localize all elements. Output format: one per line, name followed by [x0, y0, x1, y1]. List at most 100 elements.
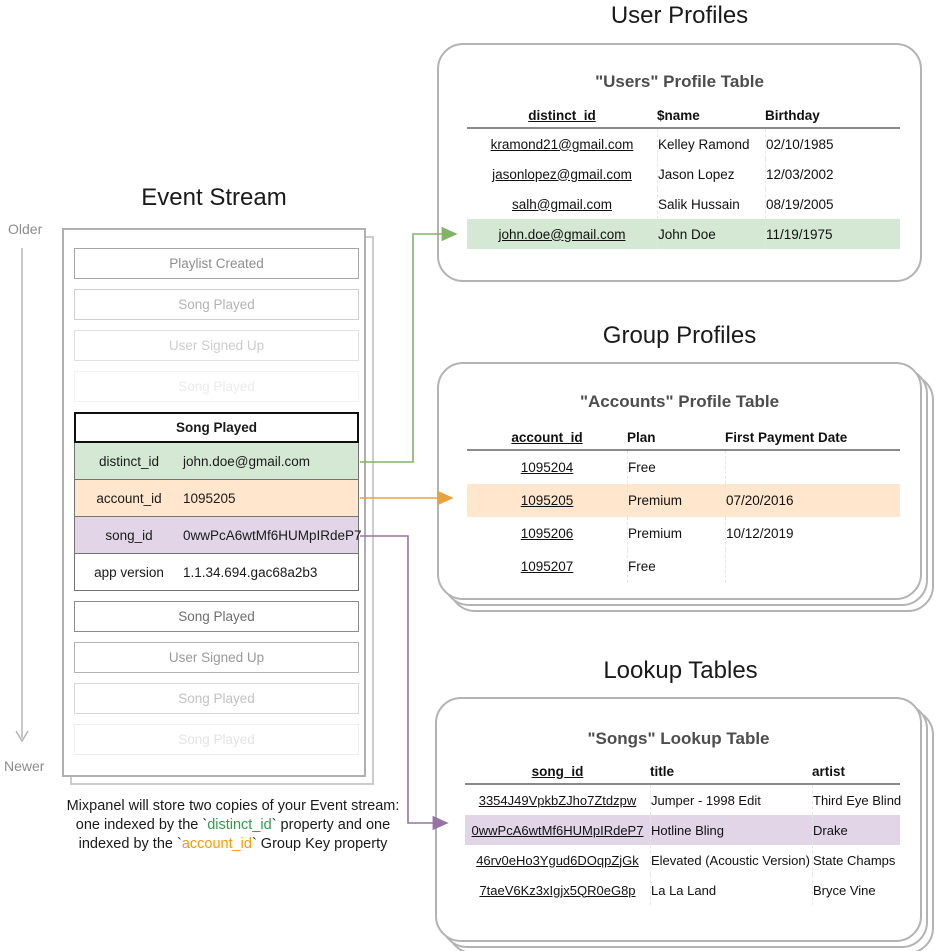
event-box: User Signed Up — [74, 330, 359, 361]
table-header-row: account_id Plan First Payment Date — [467, 425, 900, 451]
cell-song_id: 3354J49VpkbZJho7Ztdzpw — [478, 792, 637, 808]
cell-name: Salik Hussain — [657, 189, 765, 219]
cell-birthday: 08/19/2005 — [765, 189, 904, 219]
event-property-row: app version 1.1.34.694.gac68a2b3 — [74, 554, 359, 591]
cell-title: Hotline Bling — [650, 815, 812, 845]
cell-song_id: 0wwPcA6wtMf6HUMpIRdeP7 — [471, 822, 644, 838]
cell-birthday: 02/10/1985 — [765, 129, 904, 159]
event-property-row: account_id 1095205 — [74, 480, 359, 517]
column-header-birthday: Birthday — [765, 107, 820, 123]
column-header-plan: Plan — [627, 429, 656, 445]
cell-title: Jumper - 1998 Edit — [650, 785, 812, 815]
cell-artist: Bryce Vine — [812, 875, 904, 905]
cell-account_id: 1095205 — [520, 493, 574, 508]
caption-segment: Mixpanel will store two copies of your E… — [66, 798, 400, 814]
songs-lookup-card: "Songs" Lookup Table song_id title artist 3… — [435, 697, 922, 942]
users-card-title: "Users" Profile Table — [595, 72, 764, 91]
cell-birthday: 12/03/2002 — [765, 159, 904, 189]
cell-first_payment: 10/12/2019 — [725, 517, 904, 550]
cell-name: John Doe — [657, 219, 765, 249]
caption-text: Mixpanel will store two copies of your E… — [33, 797, 433, 854]
event-property-key: account_id — [96, 490, 162, 506]
cell-title: La La Land — [650, 875, 812, 905]
cell-first_payment: 07/20/2016 — [725, 484, 904, 517]
event-box-label: Song Played — [178, 732, 255, 747]
group-profiles-title: Group Profiles — [602, 322, 757, 349]
cell-account_id: 1095207 — [520, 559, 574, 574]
caption-segment: ` property and one — [271, 817, 391, 833]
older-label: Older — [8, 221, 43, 237]
event-box: Song Played — [74, 289, 359, 320]
event-box-label: Song Played — [178, 379, 255, 394]
event-property-row: song_id 0wwPcA6wtMf6HUMpIRdeP7 — [74, 517, 362, 554]
cell-distinct_id: kramond21@gmail.com — [490, 136, 634, 152]
event-box-label: Song Played — [178, 691, 255, 706]
cell-title: Elevated (Acoustic Version) — [650, 845, 812, 875]
cell-song_id: 7taeV6Kz3xIgjx5QR0eG8p — [479, 882, 636, 898]
event-box-label: Song Played — [178, 297, 255, 312]
event-property-value: 1.1.34.694.gac68a2b3 — [183, 564, 318, 580]
cell-name: Kelley Ramond — [657, 129, 765, 159]
column-header-artist: artist — [812, 763, 846, 779]
caption-orange-property: account_id — [181, 836, 252, 852]
event-box: Playlist Created — [74, 248, 359, 279]
accounts-card-title: "Accounts" Profile Table — [579, 392, 780, 411]
event-box: Song Played — [74, 724, 359, 755]
table-row: 1095207 Free — [467, 550, 900, 583]
event-property-value: john.doe@gmail.com — [183, 453, 311, 469]
focused-event-title: Song Played — [74, 412, 359, 443]
event-box: Song Played — [74, 601, 359, 632]
column-header-account_id: account_id — [511, 429, 583, 445]
event-stream-title: Event Stream — [141, 184, 287, 211]
cell-plan: Free — [627, 451, 725, 484]
column-header-title: title — [650, 763, 675, 779]
songs-table: song_id title artist 3354J49VpkbZJho7Ztdzpw… — [465, 759, 901, 905]
caption-segment: indexed by the ` — [78, 836, 182, 852]
cell-first_payment — [725, 451, 904, 484]
event-property-value: 0wwPcA6wtMf6HUMpIRdeP7 — [183, 527, 362, 543]
cell-account_id: 1095206 — [520, 526, 574, 541]
column-header-distinct_id: distinct_id — [528, 107, 596, 123]
event-box: Song Played — [74, 371, 359, 402]
table-row: 46rv0eHo3Ygud6DOqpZjGk Elevated (Acoustic… — [465, 845, 900, 875]
cell-plan: Premium — [627, 484, 725, 517]
event-box-label: Song Played — [178, 609, 255, 624]
caption-segment: one indexed by the ` — [75, 817, 208, 833]
cell-artist: State Champs — [812, 845, 904, 875]
newer-arrowhead-icon — [15, 730, 29, 743]
cell-plan: Free — [627, 550, 725, 583]
cell-artist: Drake — [812, 815, 904, 845]
cell-distinct_id: salh@gmail.com — [512, 196, 612, 212]
event-box-label: User Signed Up — [168, 338, 265, 353]
cell-account_id: 1095204 — [520, 460, 574, 475]
event-box: User Signed Up — [74, 642, 359, 673]
event-box: Song Played — [74, 683, 359, 714]
event-property-value: 1095205 — [183, 490, 236, 506]
column-header-song_id: song_id — [531, 763, 584, 779]
event-property-key: app version — [94, 564, 164, 580]
event-property-key: song_id — [105, 527, 153, 543]
event-box-label: Playlist Created — [169, 256, 264, 271]
cell-artist: Third Eye Blind — [812, 785, 904, 815]
cell-plan: Premium — [627, 517, 725, 550]
caption-green-property: distinct_id — [207, 817, 272, 833]
table-row: 3354J49VpkbZJho7Ztdzpw Jumper - 1998 Edit… — [465, 785, 901, 815]
cell-name: Jason Lopez — [657, 159, 765, 189]
newer-label: Newer — [4, 758, 45, 774]
songs-card-title: "Songs" Lookup Table — [587, 729, 770, 748]
cell-song_id: 46rv0eHo3Ygud6DOqpZjGk — [476, 852, 639, 868]
event-box-label: User Signed Up — [168, 650, 265, 665]
column-header-first_payment: First Payment Date — [725, 429, 848, 445]
